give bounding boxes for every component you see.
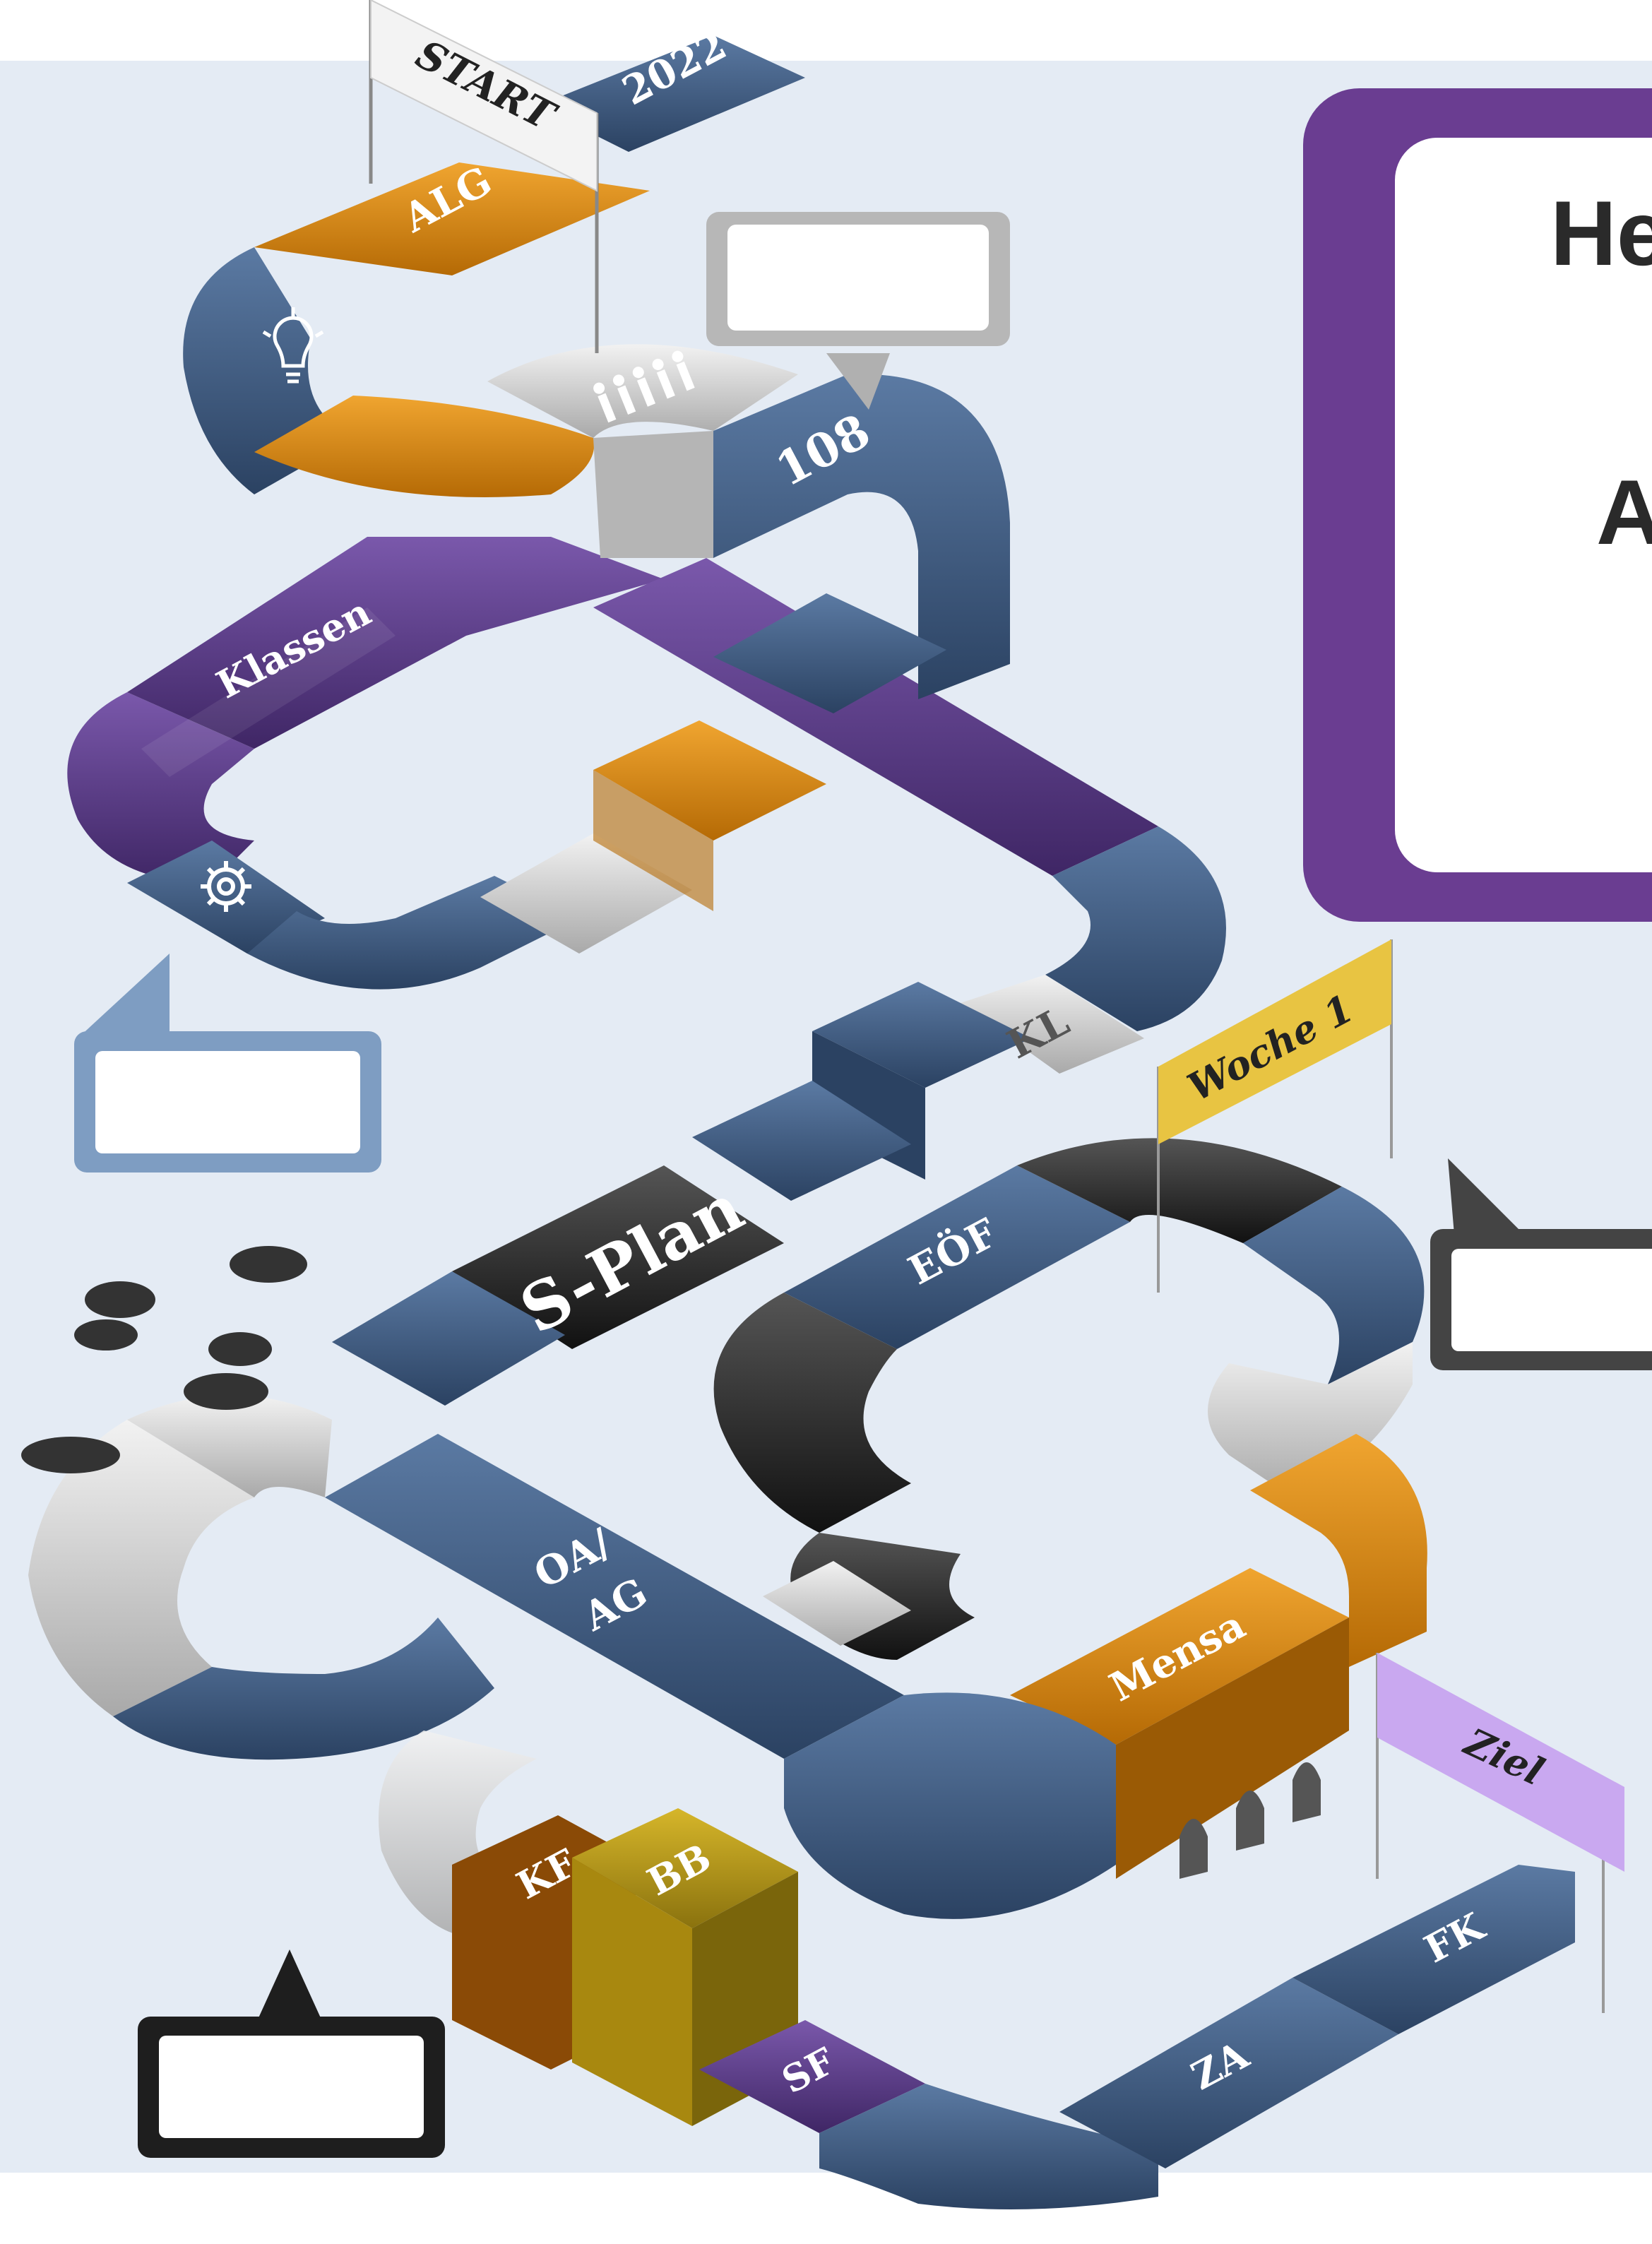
- track-purple-loop: [67, 537, 1158, 883]
- track-start-section: [183, 35, 805, 558]
- flag-week1: [1157, 939, 1393, 1293]
- callout-right: [1430, 1158, 1652, 1370]
- title-box: He A: [1303, 88, 1652, 922]
- track-blue-middle: [332, 982, 1031, 1406]
- title-line-2: A: [1596, 461, 1652, 564]
- lightbulb-icon: [262, 307, 324, 384]
- callout-top: [706, 212, 1010, 410]
- flag-start: [369, 0, 599, 353]
- callout-left: [74, 954, 381, 1173]
- track-bottom-section: [379, 1731, 1575, 2209]
- gear-icon: [201, 861, 251, 912]
- flag-goal: [1376, 1653, 1624, 2013]
- callout-bottom: [138, 1949, 445, 2158]
- track-blue-left-loop: [127, 720, 826, 990]
- people-icon: [593, 350, 695, 423]
- track-mensa-section: [1010, 1434, 1427, 1879]
- track-oa-ag-section: [28, 1395, 1116, 1919]
- track-black-curve: [713, 1138, 1425, 1660]
- title-line-1: He: [1550, 182, 1652, 285]
- track-blue-upper-right: [713, 374, 1226, 1074]
- cloud-icon: [21, 1246, 307, 1473]
